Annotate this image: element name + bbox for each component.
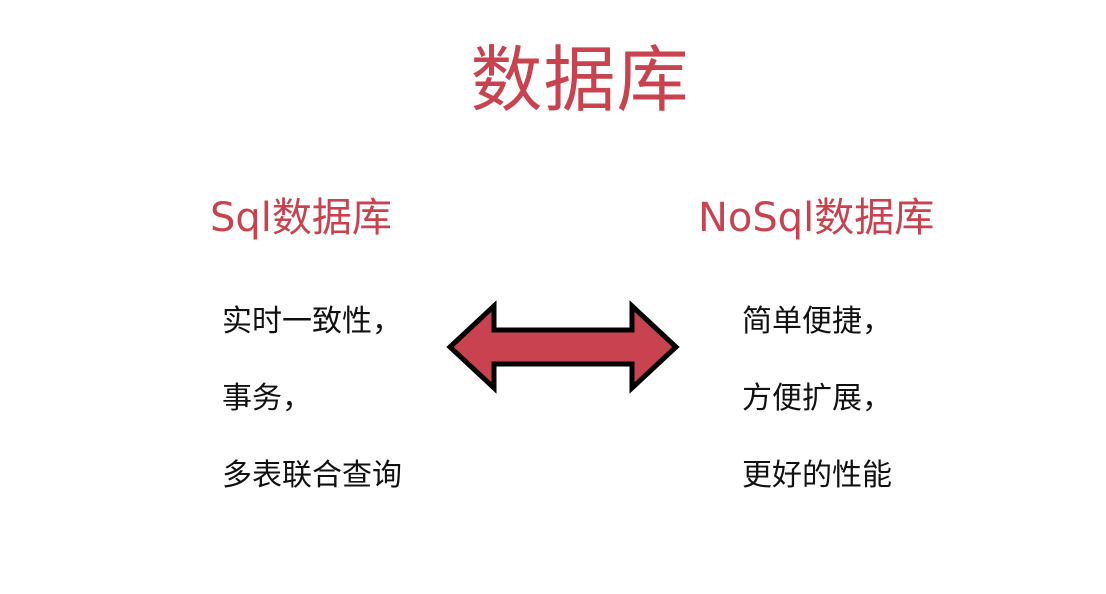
double-arrow-icon xyxy=(446,300,680,394)
sql-point: 实时一致性， xyxy=(222,304,402,339)
nosql-point: 简单便捷， xyxy=(742,304,892,339)
sql-point: 事务， xyxy=(222,381,312,416)
double-arrow-shape xyxy=(446,300,680,394)
nosql-point: 方便扩展， xyxy=(742,381,892,416)
sql-heading: Sql数据库 xyxy=(210,195,392,241)
sql-point: 多表联合查询 xyxy=(222,458,402,493)
sql-points-list: 实时一致性， 事务， 多表联合查询 xyxy=(222,300,402,531)
slide-title: 数据库 xyxy=(470,38,690,122)
nosql-points-list: 简单便捷， 方便扩展， 更好的性能 xyxy=(742,300,892,531)
nosql-heading: NoSql数据库 xyxy=(698,195,935,241)
nosql-point: 更好的性能 xyxy=(742,458,892,493)
